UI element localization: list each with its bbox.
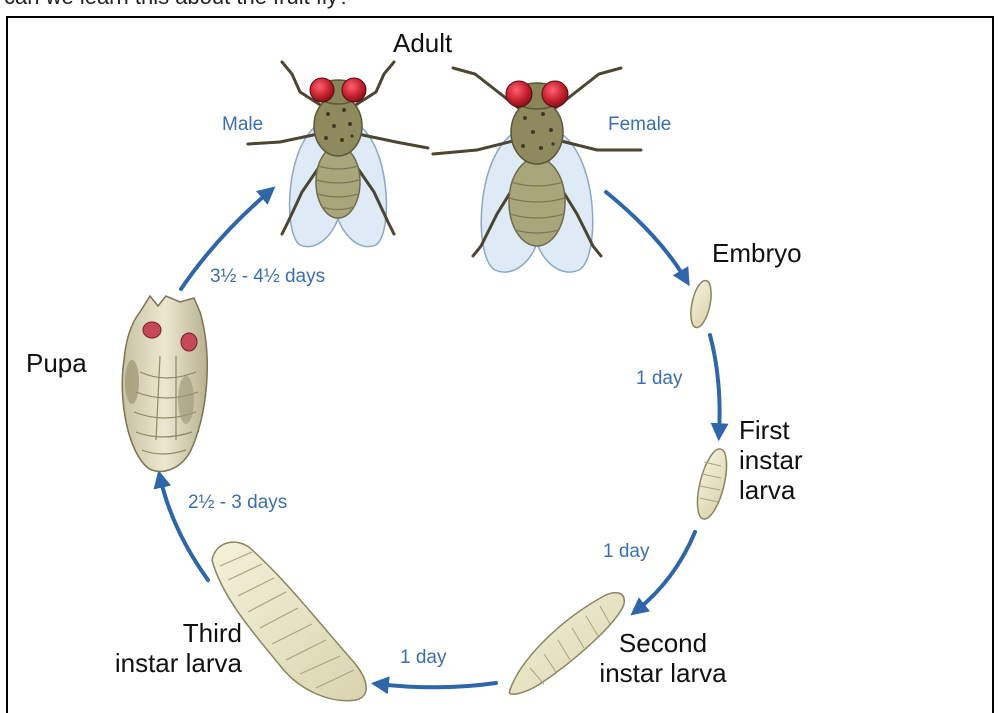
first-instar-larva-label: First instar larva xyxy=(739,415,803,505)
male-label: Male xyxy=(222,114,263,136)
arrow-female-to-embryo xyxy=(606,192,686,280)
second-instar-line-1: Second xyxy=(580,628,746,658)
embryo-illustration xyxy=(687,279,715,330)
first-instar-line-1: First xyxy=(739,415,803,445)
duration-pupa-to-adult: 3½ - 4½ days xyxy=(210,266,325,288)
third-instar-line-1: Third xyxy=(80,618,242,648)
duration-embryo-to-first: 1 day xyxy=(636,368,682,390)
second-instar-line-2: instar larva xyxy=(580,658,746,688)
first-instar-line-2: instar xyxy=(739,445,803,475)
pupa-label: Pupa xyxy=(26,348,87,378)
arrow-embryo-to-first xyxy=(710,335,720,434)
duration-third-to-pupa: 2½ - 3 days xyxy=(188,492,287,514)
third-instar-larva-label: Third instar larva xyxy=(80,618,242,678)
first-instar-line-3: larva xyxy=(739,475,803,505)
duration-first-to-second: 1 day xyxy=(603,541,649,563)
embryo-label: Embryo xyxy=(712,238,802,268)
adult-label: Adult xyxy=(393,28,452,58)
female-label: Female xyxy=(608,114,671,136)
second-instar-larva-label: Second instar larva xyxy=(580,628,746,688)
arrow-second-to-third xyxy=(378,683,496,687)
duration-second-to-third: 1 day xyxy=(400,647,446,669)
first-instar-larva-illustration xyxy=(692,446,733,522)
female-fly-illustration xyxy=(433,68,641,272)
male-fly-illustration xyxy=(248,62,428,247)
third-instar-line-2: instar larva xyxy=(80,648,242,678)
pupa-illustration xyxy=(122,296,207,471)
